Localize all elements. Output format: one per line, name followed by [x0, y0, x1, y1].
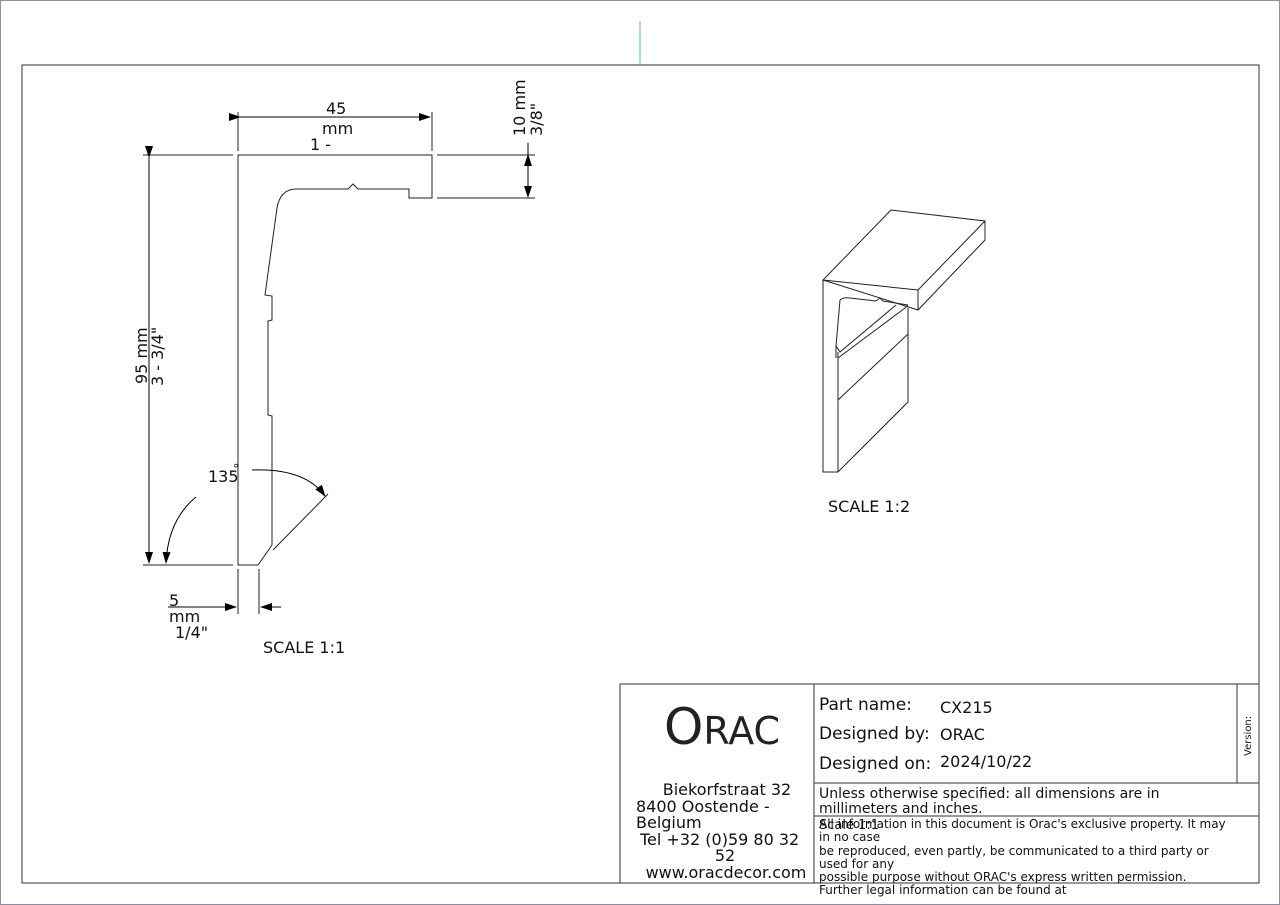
part-name-label: Part name:	[819, 695, 912, 715]
part-name-value: CX215	[940, 698, 993, 717]
designed-by-value: ORAC	[940, 725, 985, 744]
designed-on-label: Designed on:	[819, 754, 932, 774]
extension-lines	[143, 112, 535, 614]
profile-outline	[237, 154, 433, 566]
scale-note: Scale 1:1	[819, 818, 880, 833]
address-line: Tel +32 (0)59 80 32	[640, 829, 800, 849]
dim-bottom-unit: mm	[169, 607, 201, 626]
dim-width-unit: mm	[322, 119, 354, 138]
orac-logo: ORAC	[664, 698, 780, 756]
legal-line: be reproduced, even partly, be communica…	[819, 844, 1209, 871]
dim-width-value: 45	[326, 99, 347, 118]
dim-angle-degree: °	[233, 462, 239, 476]
address-line: Belgium	[636, 813, 702, 832]
dim-bottom-value: 5	[169, 591, 180, 610]
logo-initial: O	[664, 698, 704, 756]
dim-bottom-inch: 1/4"	[175, 623, 209, 642]
dim-angle-value: 135	[208, 467, 239, 486]
designed-by-label: Designed by:	[819, 724, 930, 744]
address-line: 8400 Oostende -	[636, 796, 770, 816]
iso-profile	[822, 209, 986, 473]
dim-angle-arc-left	[162, 496, 197, 564]
dimension-lines	[145, 113, 532, 611]
units-note: Unless otherwise specified: all dimensio…	[819, 786, 1160, 817]
legal-line: possible purpose without ORAC's express …	[819, 870, 1187, 884]
iso-scale-label: SCALE 1:2	[828, 497, 911, 516]
dim-angle-arc-right	[251, 469, 326, 497]
company-address: Biekorfstraat 32 8400 Oostende - Belgium…	[630, 780, 810, 882]
website-link[interactable]: www.oracdecor.com	[645, 862, 807, 882]
dim-width-inch: 1 -	[310, 135, 332, 154]
designed-on-value: 2024/10/22	[940, 752, 1033, 771]
legal-line: Further legal information can be found a…	[819, 883, 1067, 897]
address-line: 52	[714, 846, 736, 865]
version-label: Version:	[1243, 715, 1254, 756]
logo-rest: RAC	[703, 709, 781, 753]
profile-scale-label: SCALE 1:1	[263, 638, 346, 657]
legal-line: All information in this document is Orac…	[819, 817, 1226, 844]
address-line: Biekorfstraat 32	[662, 780, 792, 799]
